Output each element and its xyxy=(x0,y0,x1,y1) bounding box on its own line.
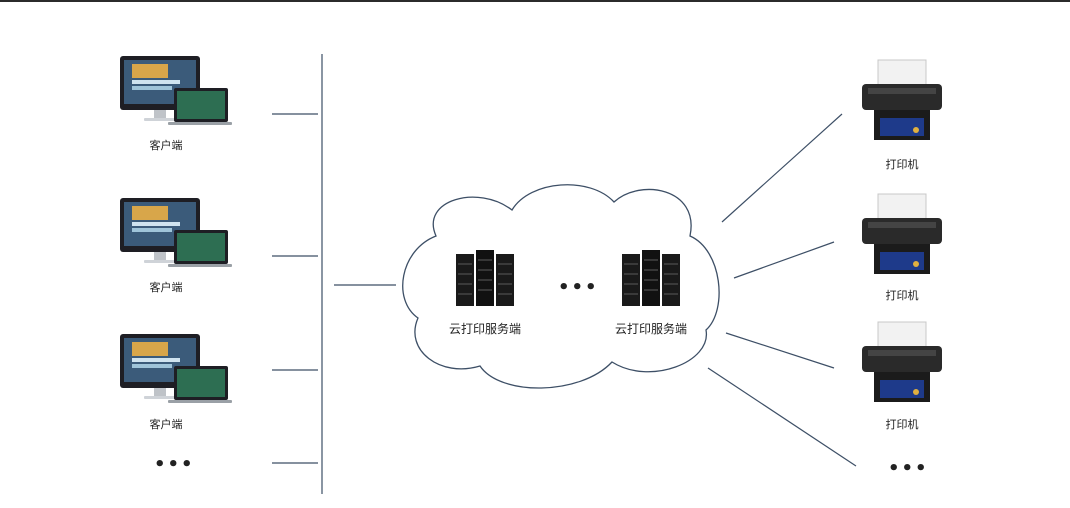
client-label: 客户端 xyxy=(149,281,183,294)
cloud-shape xyxy=(402,184,720,389)
client-computer-icon xyxy=(120,198,232,267)
clients-more-ellipsis: ••• xyxy=(154,454,195,475)
printer-label: 打印机 xyxy=(885,289,919,302)
server-rack-icon xyxy=(456,250,514,306)
client-computer-icon xyxy=(120,334,232,403)
printer3-link xyxy=(725,332,835,369)
server-label: 云打印服务端 xyxy=(448,322,521,336)
printer-more-link xyxy=(707,367,857,467)
printer1-link xyxy=(721,113,843,223)
printer-label: 打印机 xyxy=(885,418,919,431)
client-computer-icon xyxy=(120,56,232,125)
servers-more-ellipsis: ••• xyxy=(558,277,599,298)
printer-icon xyxy=(862,193,942,274)
printer-icon xyxy=(862,59,942,140)
printers-more-ellipsis: ••• xyxy=(888,458,929,479)
printer-label: 打印机 xyxy=(885,158,919,171)
client-label: 客户端 xyxy=(149,139,183,152)
server-label: 云打印服务端 xyxy=(614,322,687,336)
top-border xyxy=(0,0,1070,2)
printer-icon xyxy=(862,321,942,402)
client-label: 客户端 xyxy=(149,418,183,431)
printer2-link xyxy=(733,241,835,279)
server-rack-icon xyxy=(622,250,680,306)
